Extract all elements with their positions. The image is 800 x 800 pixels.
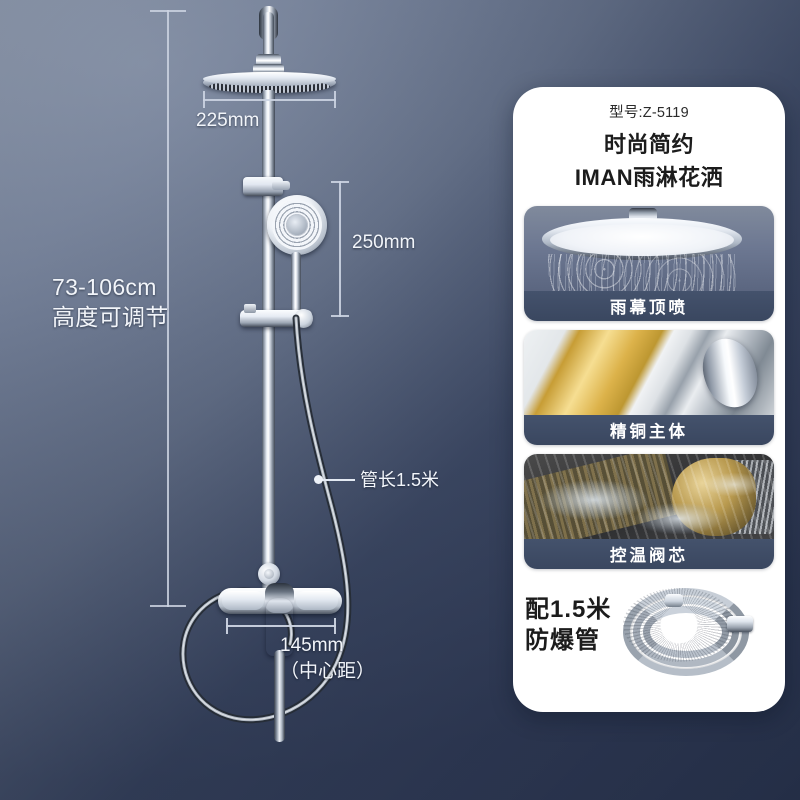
height-dimension-line [167,10,169,607]
panel-header: 型号:Z-5119 时尚简约 IMAN雨淋花洒 [513,87,785,198]
hose-promo-line2: 防爆管 [525,627,600,654]
hose-promo-block: 配1.5米 防爆管 [513,578,785,676]
feature-caption-thermostatic-cartridge: 控温阀芯 [524,539,774,569]
thermostatic-cartridge-image [524,454,774,539]
mixer-valve-left-handle [222,591,264,610]
handheld-drop-dimension-line [339,181,341,317]
hose-end-nut [727,616,754,632]
rain-head-nozzles [550,224,734,256]
product-title-line1: 时尚简约 [603,132,694,157]
center-distance-dimension-line [226,625,336,627]
coiled-hose-image [617,582,754,676]
feature-card-list: 雨幕顶喷 精铜主体 控温阀芯 [513,198,785,569]
mixer-valve-center-hub [265,583,294,613]
height-range-caption: 高度可调节 [52,304,169,330]
head-width-label: 225mm [196,110,260,131]
overhead-shower-rim [203,72,336,86]
feature-caption-rain-top-spray: 雨幕顶喷 [524,291,774,321]
hose-coil-inner [643,606,730,658]
feature-card-brass-body: 精铜主体 [524,330,774,445]
height-range-label: 73-106cm 高度可调节 [52,272,169,332]
feature-card-rain-top-spray: 雨幕顶喷 [524,206,774,321]
center-distance-note: （中心距） [280,661,376,682]
head-width-tick-left [203,91,205,108]
height-range-value: 73-106cm [52,274,157,300]
feature-card-thermostatic-cartridge: 控温阀芯 [524,454,774,569]
swivel-arm-stem [263,12,274,74]
center-distance-value: 145mm [280,635,344,656]
handheld-center-hub [287,215,307,235]
hose-coil-middle [633,597,740,667]
height-dimension-tick-top [150,10,186,12]
valve-wall-ring-inner [264,569,274,579]
arm-nut [253,64,284,74]
mixer-valve-right-handle [296,591,338,610]
product-feature-panel: 型号:Z-5119 时尚简约 IMAN雨淋花洒 雨幕顶喷 [513,87,785,712]
cartridge-water-splash [524,454,774,539]
technical-diagram: 73-106cm 高度可调节 225mm 250mm 管长1.5米 145mm … [52,6,440,742]
slide-holder-knob [244,304,256,313]
mixer-valve-lower-pipe [274,650,285,742]
handheld-drop-label: 250mm [352,232,416,253]
hose-length-label: 管长1.5米 [360,470,440,490]
feature-caption-brass-body: 精铜主体 [524,415,774,445]
height-dimension-tick-bottom [150,605,186,607]
hose-leader-line [320,479,355,481]
hose-promo-text: 配1.5米 防爆管 [525,594,611,656]
hose-coil-outer [623,588,750,676]
hose-upper-connector [665,594,684,607]
center-distance-tick-right [334,618,336,634]
handheld-drop-tick-top [331,181,349,183]
hose-promo-line1: 配1.5米 [525,596,612,623]
rain-water-spray [548,254,736,291]
head-width-dimension-line [203,99,336,101]
handheld-handle [291,252,301,314]
shower-column-illustration [179,6,352,742]
handheld-drop-tick-bottom [331,315,349,317]
rain-top-spray-image [524,206,774,291]
product-title-line2: IMAN雨淋花洒 [574,165,724,190]
center-distance-tick-left [226,618,228,634]
rain-head-face [550,224,734,256]
brass-body-image [524,330,774,415]
head-width-tick-right [334,91,336,108]
handheld-bracket-arm [272,181,290,190]
arm-collar [256,54,281,67]
center-distance-label: 145mm （中心距） [280,633,375,685]
hose-leader-dot [314,475,323,484]
model-number: 型号:Z-5119 [609,105,689,121]
